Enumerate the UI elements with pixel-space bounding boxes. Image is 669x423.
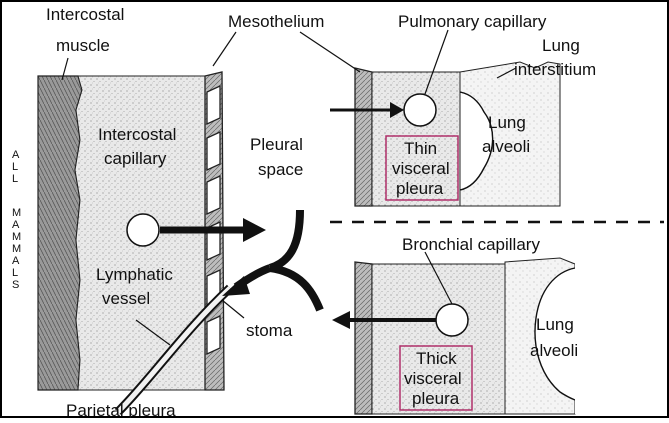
label-lung-interstitium-2: interstitium <box>514 60 596 79</box>
label-lung-alveoli-top-1: Lung <box>488 113 526 132</box>
label-thick-visceral-3: pleura <box>412 389 460 408</box>
label-thin-visceral-2: visceral <box>392 159 450 178</box>
label-parietal-pleura: Parietal pleura <box>66 401 176 418</box>
intercostal-muscle-band <box>38 76 82 390</box>
pulmonary-capillary-circle <box>404 94 436 126</box>
label-intercostal-muscle-1: Intercostal <box>46 5 124 24</box>
thick-visceral-mesothelium <box>355 262 372 414</box>
svg-text:L: L <box>12 173 18 185</box>
svg-text:A: A <box>12 149 20 161</box>
label-intercostal-capillary-1: Intercostal <box>98 125 176 144</box>
label-thin-visceral-1: Thin <box>404 139 437 158</box>
svg-text:M: M <box>12 207 21 219</box>
label-lymphatic-vessel-1: Lymphatic <box>96 265 173 284</box>
svg-text:L: L <box>12 161 18 173</box>
label-intercostal-capillary-2: capillary <box>104 149 167 168</box>
stoma-arrow-lower <box>270 268 320 310</box>
svg-text:S: S <box>12 279 19 291</box>
svg-text:M: M <box>12 243 21 255</box>
label-lymphatic-vessel-2: vessel <box>102 289 150 308</box>
bronchial-capillary-circle <box>436 304 468 336</box>
intercostal-capillary-circle <box>127 214 159 246</box>
svg-text:A: A <box>12 219 20 231</box>
label-thick-visceral-2: visceral <box>404 369 462 388</box>
label-mesothelium: Mesothelium <box>228 12 324 31</box>
label-lung-alveoli-top-2: alveoli <box>482 137 530 156</box>
lung-interstitium-top <box>460 62 560 206</box>
label-pulmonary-capillary: Pulmonary capillary <box>398 12 547 31</box>
thin-visceral-mesothelium <box>355 68 372 206</box>
label-lung-interstitium-1: Lung <box>542 36 580 55</box>
svg-text:M: M <box>12 231 21 243</box>
label-lung-alveoli-bottom-2: alveoli <box>530 341 578 360</box>
all-mammals-vertical-label: A L L M A M M A L S <box>12 149 21 291</box>
label-pleural-space-2: space <box>258 160 303 179</box>
svg-text:A: A <box>12 255 20 267</box>
label-thick-visceral-1: Thick <box>416 349 457 368</box>
label-intercostal-muscle-2: muscle <box>56 36 110 55</box>
label-lung-alveoli-bottom-1: Lung <box>536 315 574 334</box>
label-bronchial-capillary: Bronchial capillary <box>402 235 540 254</box>
label-stoma: stoma <box>246 321 293 340</box>
label-thin-visceral-3: pleura <box>396 179 444 198</box>
stoma-arrow-upper <box>270 210 300 268</box>
svg-text:L: L <box>12 267 18 279</box>
label-pleural-space-1: Pleural <box>250 135 303 154</box>
